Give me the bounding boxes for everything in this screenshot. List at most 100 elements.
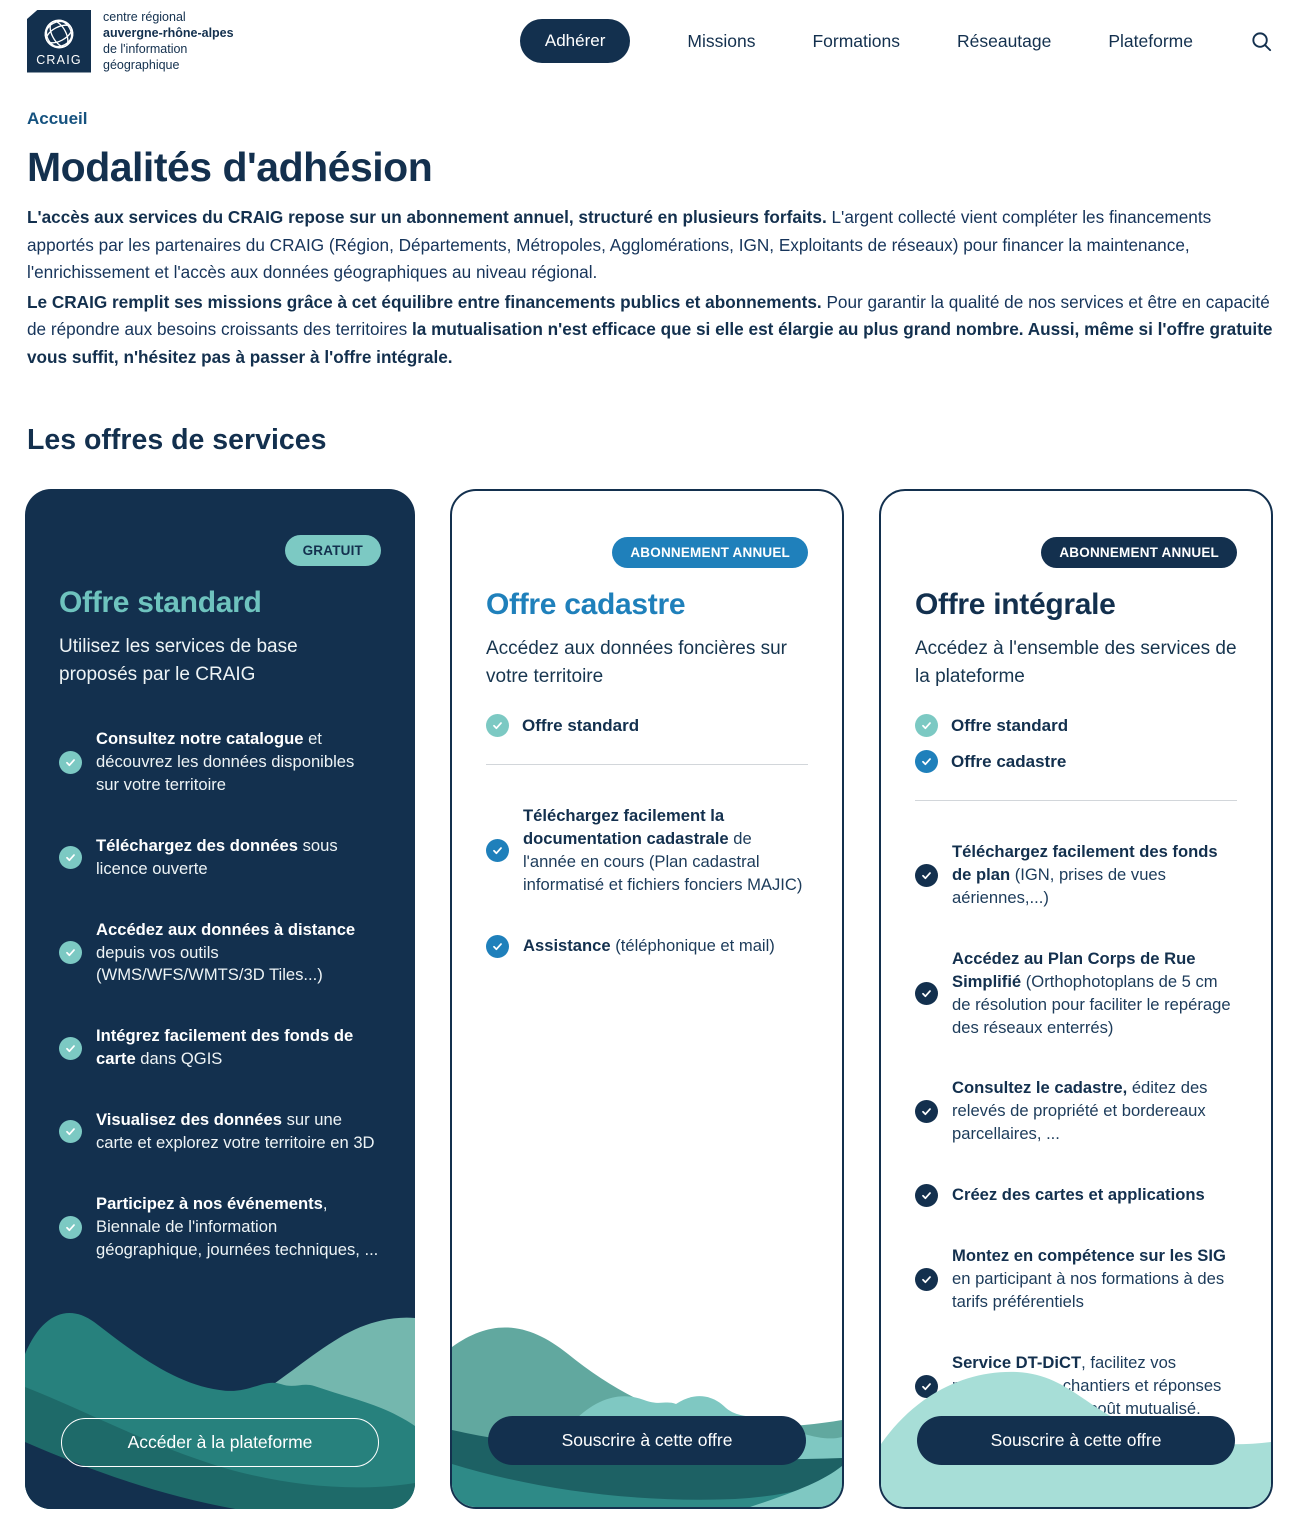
card-subtitle: Accédez à l'ensemble des services de la …: [915, 638, 1237, 687]
feature-text: Service DT-DiCT, facilitez vos procédure…: [952, 1352, 1222, 1418]
feature-item: Participez à nos événements, Biennale de…: [59, 1193, 381, 1262]
check-icon: [915, 1184, 938, 1208]
check-icon: [915, 864, 938, 888]
feature-text: Téléchargez facilement la documentation …: [523, 806, 803, 894]
badge-abonnement-annuel: ABONNEMENT ANNUEL: [612, 537, 808, 569]
globe-icon: [44, 19, 74, 48]
nav-item-reseautage[interactable]: Réseautage: [956, 30, 1052, 51]
page-title: Modalités d'adhésion: [27, 144, 433, 190]
search-icon[interactable]: [1250, 30, 1273, 53]
check-icon: [59, 1120, 82, 1144]
check-icon: [915, 1267, 938, 1291]
badge-abonnement-annuel: ABONNEMENT ANNUEL: [1041, 537, 1237, 569]
nav-item-plateforme[interactable]: Plateforme: [1108, 30, 1193, 51]
features-list: Téléchargez facilement des fonds de plan…: [915, 841, 1237, 1458]
main-nav: Adhérer Missions Formations Réseautage P…: [519, 19, 1273, 63]
logo-acronym: CRAIG: [36, 52, 82, 67]
divider: [486, 764, 808, 766]
check-icon: [486, 934, 509, 958]
feature-item: Créez des cartes et applications: [915, 1184, 1237, 1208]
card-title: Offre standard: [59, 586, 262, 620]
check-icon: [59, 1215, 82, 1239]
check-icon: [915, 982, 938, 1006]
feature-item: Visualisez des données sur une carte et …: [59, 1109, 381, 1155]
tagline-line: centre régional: [103, 10, 186, 24]
included-offer: Offre cadastre: [915, 750, 1237, 774]
included-offers: Offre standard Offre cadastre: [915, 714, 1237, 774]
feature-text: Montez en compétence sur les SIG en part…: [952, 1246, 1226, 1311]
check-icon: [915, 714, 938, 738]
feature-text: Participez à nos événements, Biennale de…: [96, 1193, 379, 1259]
feature-text: Accédez aux données à distance depuis vo…: [96, 919, 356, 985]
features-list: Consultez notre catalogue et découvrez l…: [59, 728, 381, 1299]
check-icon: [59, 941, 82, 965]
check-icon: [915, 1374, 938, 1398]
craig-logo-mark: CRAIG: [27, 9, 91, 73]
breadcrumb-home-link[interactable]: Accueil: [27, 109, 88, 128]
access-platform-button[interactable]: Accéder à la plateforme: [61, 1418, 379, 1468]
included-offer: Offre standard: [486, 714, 808, 738]
badge-row: ABONNEMENT ANNUEL: [915, 537, 1237, 569]
feature-item: Montez en compétence sur les SIG en part…: [915, 1245, 1237, 1314]
card-title: Offre intégrale: [915, 588, 1116, 622]
feature-item: Consultez le cadastre, éditez des relevé…: [915, 1077, 1237, 1146]
included-offer-label: Offre standard: [522, 715, 640, 735]
included-offer-label: Offre cadastre: [951, 751, 1067, 771]
nav-adherer-button[interactable]: Adhérer: [519, 19, 631, 63]
intro-paragraph-1: L'accès aux services du CRAIG repose sur…: [27, 207, 1212, 283]
feature-text: Consultez le cadastre, éditez des relevé…: [952, 1078, 1208, 1144]
logo-tagline: centre régional auvergne-rhône-alpes de …: [103, 9, 234, 73]
offers-section-title: Les offres de services: [27, 424, 327, 457]
feature-text: Consultez notre catalogue et découvrez l…: [96, 729, 355, 794]
card-offre-standard: GRATUIT Offre standard Utilisez les serv…: [25, 489, 415, 1510]
feature-item: Accédez au Plan Corps de Rue Simplifié (…: [915, 948, 1237, 1040]
card-offre-integrale: ABONNEMENT ANNUEL Offre intégrale Accéde…: [879, 489, 1273, 1510]
feature-text: Intégrez facilement des fonds de carte d…: [96, 1026, 354, 1069]
features-list: Téléchargez facilement la documentation …: [486, 805, 808, 996]
waves-decoration: [452, 1292, 842, 1508]
feature-item: Téléchargez facilement des fonds de plan…: [915, 841, 1237, 910]
badge-row: GRATUIT: [59, 535, 381, 567]
nav-item-formations[interactable]: Formations: [812, 30, 900, 51]
subscribe-cadastre-button[interactable]: Souscrire à cette offre: [488, 1416, 806, 1466]
badge-gratuit: GRATUIT: [284, 535, 381, 567]
tagline-line: géographique: [103, 58, 180, 72]
feature-text: Accédez au Plan Corps de Rue Simplifié (…: [952, 948, 1231, 1037]
feature-item: Accédez aux données à distance depuis vo…: [59, 919, 381, 988]
tagline-line: auvergne-rhône-alpes: [103, 26, 234, 40]
feature-text: Visualisez des données sur une carte et …: [96, 1110, 375, 1152]
feature-item: Téléchargez des données sous licence ouv…: [59, 835, 381, 881]
check-icon: [915, 1100, 938, 1124]
feature-text: Téléchargez facilement des fonds de plan…: [952, 842, 1218, 907]
feature-text: Téléchargez des données sous licence ouv…: [96, 835, 338, 878]
check-icon: [915, 750, 938, 774]
divider: [915, 800, 1237, 802]
intro-paragraph-2: Le CRAIG remplit ses missions grâce à ce…: [27, 291, 1273, 367]
tagline-line: de l'information: [103, 42, 188, 56]
offers-cards-row: GRATUIT Offre standard Utilisez les serv…: [25, 489, 1273, 1510]
card-subtitle: Utilisez les services de base proposés p…: [59, 636, 298, 685]
check-icon: [59, 1036, 82, 1060]
card-title: Offre cadastre: [486, 588, 686, 622]
badge-row: ABONNEMENT ANNUEL: [486, 537, 808, 569]
check-icon: [59, 846, 82, 870]
site-header: CRAIG centre régional auvergne-rhône-alp…: [0, 0, 1301, 82]
included-offer-label: Offre standard: [951, 715, 1069, 735]
feature-item: Consultez notre catalogue et découvrez l…: [59, 728, 381, 797]
feature-item: Intégrez facilement des fonds de carte d…: [59, 1025, 381, 1071]
feature-text: Créez des cartes et applications: [952, 1185, 1205, 1205]
craig-logo[interactable]: CRAIG centre régional auvergne-rhône-alp…: [27, 9, 234, 73]
subscribe-integrale-button[interactable]: Souscrire à cette offre: [917, 1416, 1235, 1466]
waves-decoration: [25, 1274, 415, 1510]
check-icon: [486, 714, 509, 738]
card-offre-cadastre: ABONNEMENT ANNUEL Offre cadastre Accédez…: [450, 489, 844, 1510]
check-icon: [59, 751, 82, 775]
feature-item: Assistance (téléphonique et mail): [486, 934, 808, 958]
feature-item: Téléchargez facilement la documentation …: [486, 805, 808, 897]
included-offers: Offre standard: [486, 714, 808, 738]
check-icon: [486, 839, 509, 863]
feature-item: Service DT-DiCT, facilitez vos procédure…: [915, 1352, 1237, 1421]
nav-item-missions[interactable]: Missions: [687, 30, 756, 51]
feature-text: Assistance (téléphonique et mail): [523, 935, 775, 955]
card-subtitle: Accédez aux données foncières sur votre …: [486, 638, 788, 687]
